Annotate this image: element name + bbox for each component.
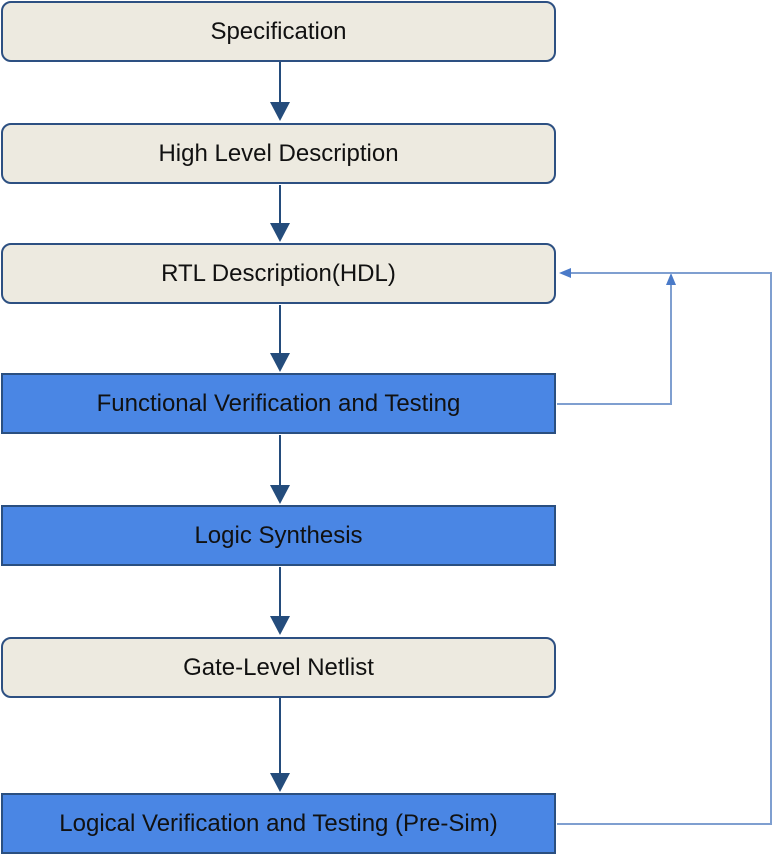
- node-gate-level-netlist: Gate-Level Netlist: [1, 637, 556, 698]
- node-label: Functional Verification and Testing: [96, 389, 461, 417]
- edge-fvt-to-rtl-feedback: [557, 282, 672, 405]
- node-label: Logical Verification and Testing (Pre-Si…: [59, 809, 498, 837]
- flow-arrows: [270, 62, 290, 792]
- arrowhead-spec-to-hld: [270, 102, 290, 121]
- arrowhead-gln-to-lvt: [270, 773, 290, 792]
- arrowhead-hld-to-rtl: [270, 223, 290, 242]
- node-label: RTL Description(HDL): [161, 259, 396, 287]
- node-specification: Specification: [1, 1, 556, 62]
- node-label: Logic Synthesis: [194, 521, 363, 549]
- node-rtl-description: RTL Description(HDL): [1, 243, 556, 304]
- node-label: Specification: [210, 17, 347, 45]
- node-high-level-description: High Level Description: [1, 123, 556, 184]
- arrowhead-fvt-to-syn: [270, 485, 290, 504]
- feedback-arrows: [557, 268, 772, 825]
- edge-lvt-to-rtl-feedback: [557, 272, 772, 825]
- node-functional-verification: Functional Verification and Testing: [1, 373, 556, 434]
- arrowhead-rtl-to-fvt: [270, 353, 290, 372]
- node-label: Gate-Level Netlist: [183, 653, 374, 681]
- arrowhead-lvt-feedback: [559, 268, 571, 278]
- arrowhead-syn-to-gln: [270, 616, 290, 635]
- node-label: High Level Description: [158, 139, 399, 167]
- node-logic-synthesis: Logic Synthesis: [1, 505, 556, 566]
- arrowhead-fvt-feedback: [666, 273, 676, 285]
- node-logical-verification-presim: Logical Verification and Testing (Pre-Si…: [1, 793, 556, 854]
